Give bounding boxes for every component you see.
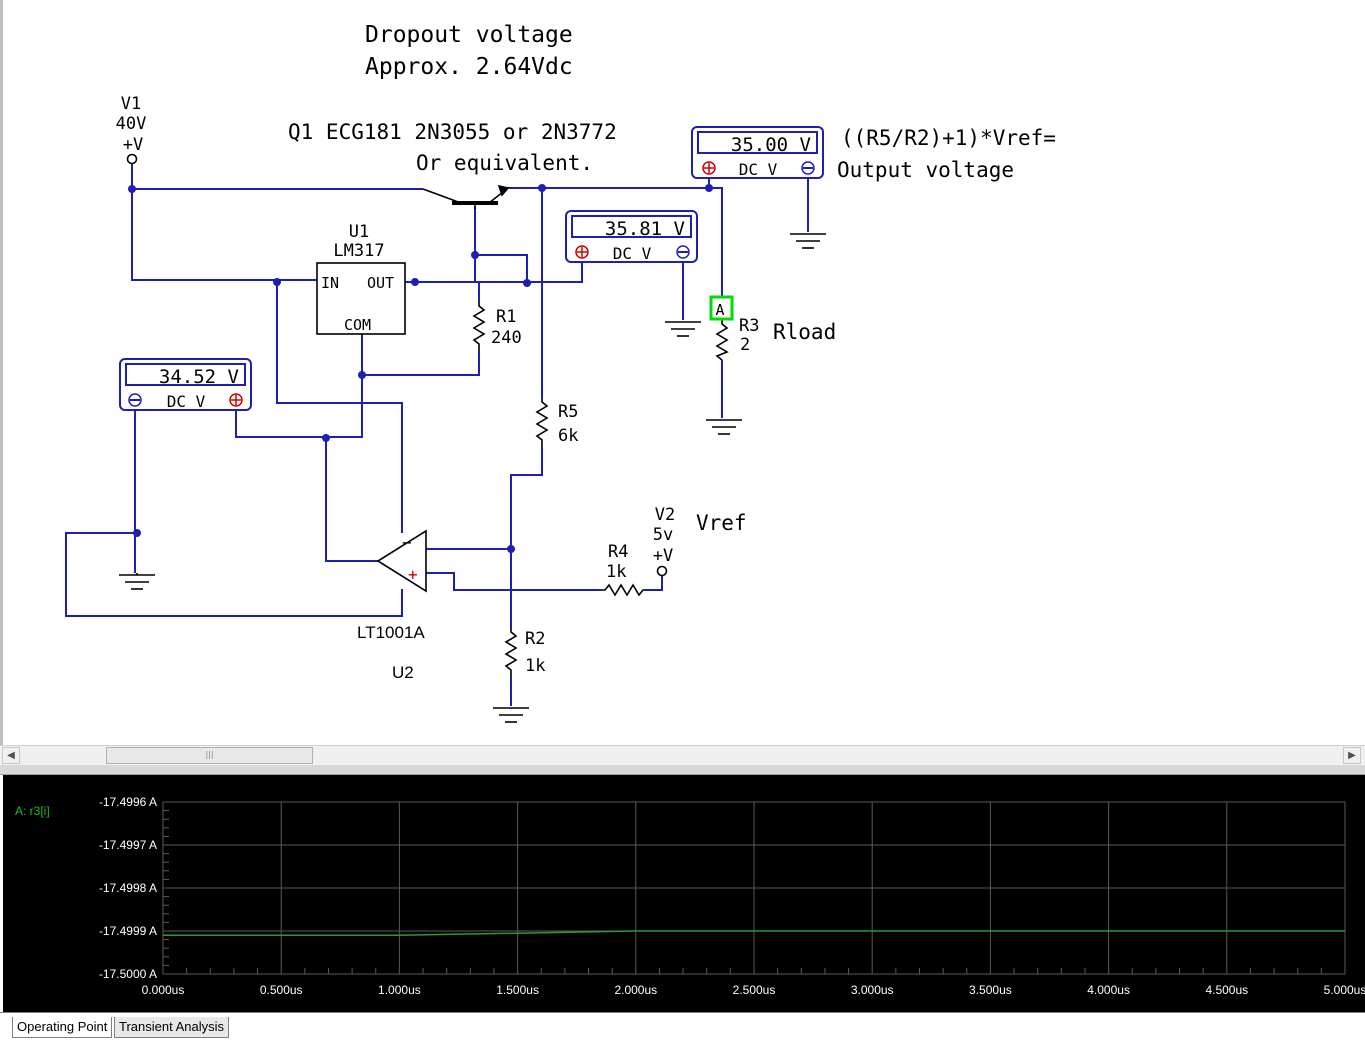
scroll-left-icon[interactable]: ◀ (2, 747, 20, 764)
tab-transient-analysis[interactable]: Transient Analysis (114, 1017, 230, 1038)
dropout-note-line1: Dropout voltage (365, 22, 573, 48)
opamp-plus: + (408, 565, 418, 584)
r3-value: 2 (740, 335, 750, 355)
u1-out-pin: OUT (367, 274, 394, 292)
v1-value: 40V (116, 114, 147, 134)
pane-splitter[interactable] (0, 765, 1365, 775)
y-tick-label: -17.4996 A (99, 795, 157, 809)
grapher-panel[interactable]: A: r3[i] -17.4996 A -17.4997 A -17.4998 A -… (3, 775, 1365, 1012)
components (119, 153, 826, 723)
trace-label: A: r3[i] (15, 804, 50, 818)
x-tick-label: 1.000us (378, 983, 421, 997)
probe-label: A (715, 301, 724, 319)
rload-label: Rload (773, 320, 836, 344)
meter-lm317-out[interactable] (565, 210, 698, 263)
u2-name: U2 (392, 663, 414, 682)
u1-part: LM317 (333, 241, 384, 261)
r1-name: R1 (496, 307, 516, 327)
u1-name: U1 (349, 222, 369, 242)
v2-value: 5v (653, 525, 673, 545)
v2-sign: +V (653, 546, 673, 566)
x-tick-label: 0.500us (260, 983, 303, 997)
x-tick-label: 5.000us (1324, 983, 1365, 997)
r4-value: 1k (606, 562, 626, 582)
meter-output-reading: 35.00 V (731, 134, 811, 156)
opamp-minus: − (402, 533, 412, 552)
probe-marker[interactable] (709, 295, 734, 321)
y-tick-label: -17.4998 A (99, 881, 157, 895)
r2-name: R2 (525, 629, 545, 649)
transient-chart: A: r3[i] -17.4996 A -17.4997 A -17.4998 A -… (15, 795, 1365, 997)
v1-name: V1 (121, 94, 141, 114)
r5-value: 6k (558, 426, 578, 446)
x-tick-label: 4.000us (1087, 983, 1130, 997)
meter-opamp-mode: DC V (167, 392, 206, 411)
meter-opamp-reading: 34.52 V (159, 366, 239, 388)
r1-value: 240 (491, 328, 522, 348)
y-tick-label: -17.4999 A (99, 924, 157, 938)
formula-line1: ((R5/R2)+1)*Vref= (841, 126, 1056, 150)
scroll-right-icon[interactable]: ▶ (1343, 747, 1361, 764)
q1-note-line1: Q1 ECG181 2N3055 or 2N3772 (288, 120, 617, 144)
analysis-tabs: Operating Point Transient Analysis (0, 1012, 1365, 1040)
x-tick-label: 3.000us (851, 983, 894, 997)
r2-value: 1k (525, 656, 545, 676)
u1-com-pin: COM (344, 316, 371, 334)
schematic-canvas[interactable]: Dropout voltage Approx. 2.64Vdc Q1 ECG18… (0, 0, 1365, 745)
series-line-r3-current (163, 930, 1345, 937)
x-tick-label: 2.000us (614, 983, 657, 997)
vref-label: Vref (696, 511, 747, 535)
v1-sign: +V (123, 135, 143, 155)
r4-name: R4 (608, 542, 628, 562)
x-tick-label: 3.500us (969, 983, 1012, 997)
meter-opamp[interactable] (119, 358, 252, 411)
u2-part: LT1001A (357, 623, 425, 642)
formula-line2: Output voltage (837, 158, 1014, 182)
x-tick-label: 0.000us (142, 983, 185, 997)
circuit-diagram: Dropout voltage Approx. 2.64Vdc Q1 ECG18… (65, 22, 1056, 723)
y-tick-label: -17.4997 A (99, 838, 157, 852)
x-tick-label: 4.500us (1205, 983, 1248, 997)
meter-output[interactable] (691, 126, 824, 179)
dropout-note-line2: Approx. 2.64Vdc (365, 54, 573, 80)
u1-in-pin: IN (321, 274, 339, 292)
x-tick-label: 1.500us (496, 983, 539, 997)
y-tick-label: -17.5000 A (99, 967, 157, 981)
junctions (128, 184, 713, 553)
meter-lm317-mode: DC V (613, 244, 652, 263)
meter-output-mode: DC V (739, 160, 778, 179)
meter-lm317-reading: 35.81 V (605, 218, 685, 240)
v2-name: V2 (655, 505, 675, 525)
scroll-thumb[interactable]: ||| (106, 747, 313, 764)
q1-note-line2: Or equivalent. (416, 151, 593, 175)
x-tick-label: 2.500us (733, 983, 776, 997)
r3-name: R3 (739, 316, 759, 336)
tab-operating-point[interactable]: Operating Point (12, 1017, 113, 1038)
horizontal-scrollbar[interactable]: ◀ ||| ▶ (0, 745, 1365, 765)
r5-name: R5 (558, 402, 578, 422)
